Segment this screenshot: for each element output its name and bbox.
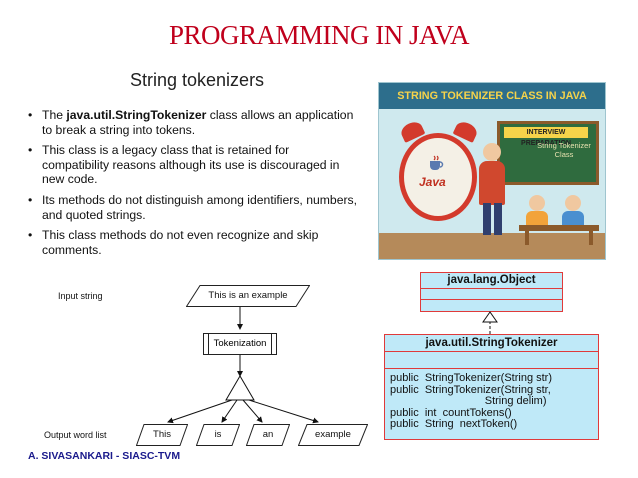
student-body-icon xyxy=(526,211,548,229)
uml-class-object: java.lang.Object xyxy=(420,272,563,312)
output-token: This xyxy=(136,424,188,446)
teacher-leg-icon xyxy=(494,203,502,235)
java-cup-icon xyxy=(430,155,444,170)
bullet-text: The xyxy=(42,108,67,122)
bullet-item: This class is a legacy class that is ret… xyxy=(28,143,358,187)
uml-class-stringtokenizer: java.util.StringTokenizer public StringT… xyxy=(384,334,599,440)
teacher-body-icon xyxy=(479,161,505,205)
bullet-list: The java.util.StringTokenizer class allo… xyxy=(28,108,358,263)
bullet-item: This class methods do not even recognize… xyxy=(28,228,358,257)
uml-class-name: java.util.StringTokenizer xyxy=(385,335,598,352)
student-head-icon xyxy=(529,195,545,211)
desk-leg-icon xyxy=(525,231,529,245)
student-head-icon xyxy=(565,195,581,211)
desk-icon xyxy=(519,225,599,231)
token-text: This xyxy=(153,429,171,440)
board-heading: INTERVIEW PREPARATION xyxy=(504,127,588,147)
tokenization-process-box: Tokenization xyxy=(203,333,277,355)
chalkboard: INTERVIEW PREPARATION String Tokenizer C… xyxy=(497,121,599,185)
bullet-item: Its methods do not distinguish among ide… xyxy=(28,193,358,222)
token-text: example xyxy=(315,429,351,440)
slide-subtitle: String tokenizers xyxy=(130,70,265,90)
output-word-list-label: Output word list xyxy=(44,430,107,440)
input-string-label: Input string xyxy=(58,291,103,301)
slide-title: PROGRAMMING IN JAVA xyxy=(168,20,470,50)
footer-author: A. SIVASANKARI - SIASC-TVM xyxy=(28,450,181,462)
token-text: an xyxy=(262,429,274,440)
output-token: an xyxy=(246,424,290,446)
uml-class-name: java.lang.Object xyxy=(421,273,562,289)
desk-leg-icon xyxy=(589,231,593,245)
poster-title: STRING TOKENIZER CLASS IN JAVA xyxy=(379,83,605,109)
uml-method: public StringTokenizer(String str, xyxy=(390,383,551,396)
board-text: String Tokenizer Class xyxy=(537,141,591,159)
student-body-icon xyxy=(562,211,584,229)
uml-divider xyxy=(385,352,598,369)
bullet-text: class allows an application to break a s… xyxy=(42,108,354,137)
output-token: example xyxy=(298,424,368,446)
teacher-leg-icon xyxy=(483,203,491,235)
input-string-shape: This is an example xyxy=(186,285,310,307)
tokenization-label: Tokenization xyxy=(213,338,267,349)
teacher-head-icon xyxy=(483,143,501,161)
bullet-text: This class is a legacy class that is ret… xyxy=(42,143,340,187)
uml-method: String delim) xyxy=(390,395,547,407)
uml-method: public StringTokenizer(String str) xyxy=(390,372,553,384)
clock-java-label: Java xyxy=(419,175,446,189)
alarm-clock-icon xyxy=(399,133,477,221)
bullet-item: The java.util.StringTokenizer class allo… xyxy=(28,108,358,137)
bullet-text: Its methods do not distinguish among ide… xyxy=(42,192,358,222)
uml-method: public String nextToken() xyxy=(390,418,518,430)
output-token: is xyxy=(196,424,240,446)
token-text: is xyxy=(214,429,222,440)
poster-image: STRING TOKENIZER CLASS IN JAVA INTERVIEW… xyxy=(378,82,606,260)
bullet-text: This class methods do not even recognize… xyxy=(42,228,319,257)
inheritance-arrow-icon xyxy=(482,311,498,337)
uml-method: public int countTokens() xyxy=(390,406,512,419)
input-string-value: This is an example xyxy=(208,290,288,301)
bullet-bold-text: java.util.StringTokenizer xyxy=(66,108,207,122)
uml-divider xyxy=(421,289,562,300)
poster-floor xyxy=(379,233,605,259)
